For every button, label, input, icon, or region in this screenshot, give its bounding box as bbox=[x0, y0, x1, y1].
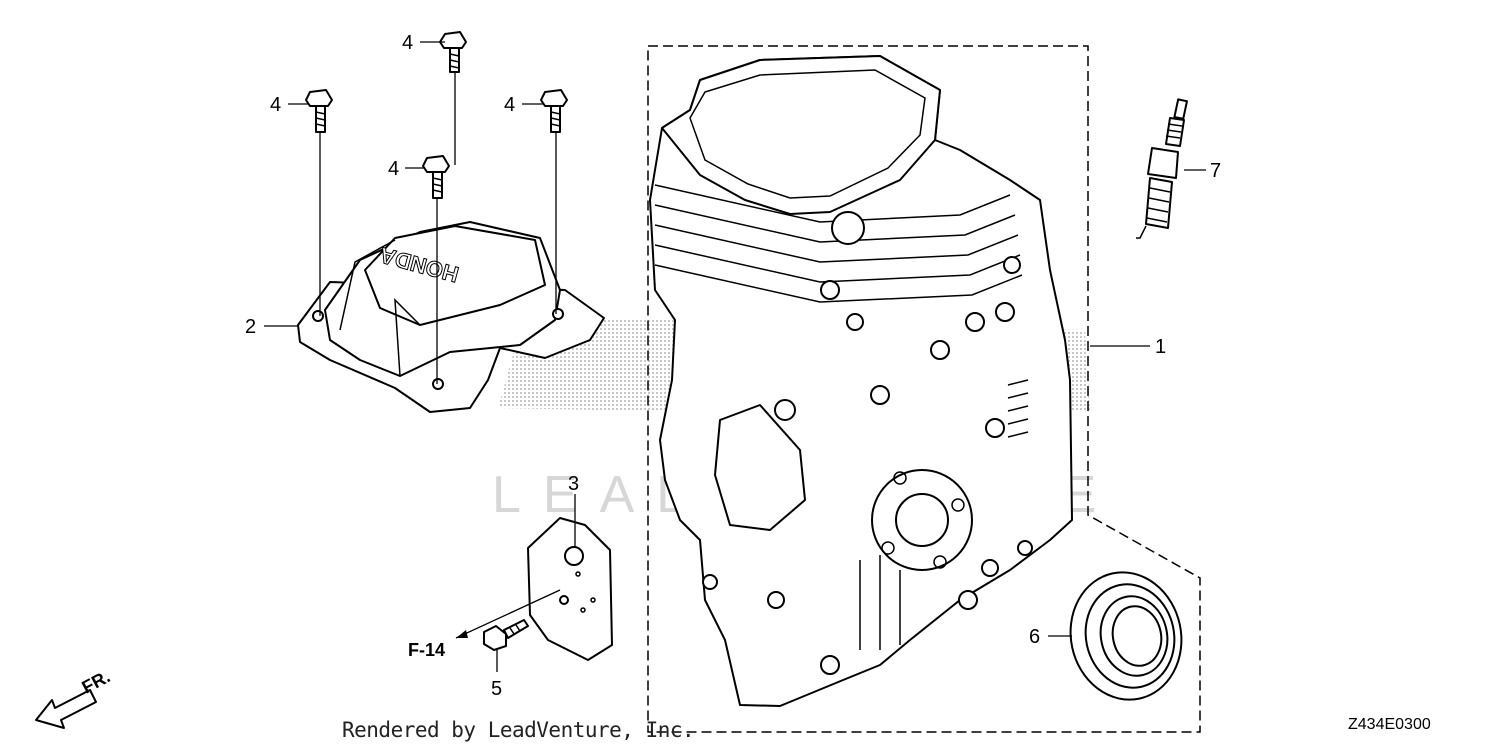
crankcase bbox=[649, 55, 1073, 707]
bolt-4b bbox=[305, 89, 333, 133]
head-cover: HONDA bbox=[297, 221, 605, 413]
gasket-plate bbox=[527, 517, 613, 661]
callout-5: 5 bbox=[491, 678, 502, 700]
callout-4c: 4 bbox=[504, 94, 515, 116]
callout-7: 7 bbox=[1210, 160, 1221, 182]
bolt-4c bbox=[540, 89, 568, 133]
bolt-4a bbox=[439, 31, 467, 73]
bolt-4d bbox=[422, 155, 450, 199]
callout-4a: 4 bbox=[402, 32, 413, 54]
credit-text: Rendered by LeadVenture, Inc. bbox=[342, 718, 695, 742]
bolt-5 bbox=[483, 619, 529, 651]
reference-label: F-14 bbox=[408, 640, 445, 660]
spark-plug bbox=[1136, 98, 1188, 239]
callout-2: 2 bbox=[245, 316, 256, 338]
callout-1: 1 bbox=[1155, 336, 1166, 358]
callout-6: 6 bbox=[1029, 626, 1040, 648]
assembly-boundary bbox=[647, 45, 1201, 733]
callout-3: 3 bbox=[568, 473, 579, 495]
front-direction-arrow: FR. bbox=[35, 666, 113, 729]
diagram-code: Z434E0300 bbox=[1348, 716, 1431, 733]
callout-4b: 4 bbox=[270, 94, 281, 116]
oil-seal bbox=[1069, 571, 1183, 701]
callout-4d: 4 bbox=[388, 158, 399, 180]
